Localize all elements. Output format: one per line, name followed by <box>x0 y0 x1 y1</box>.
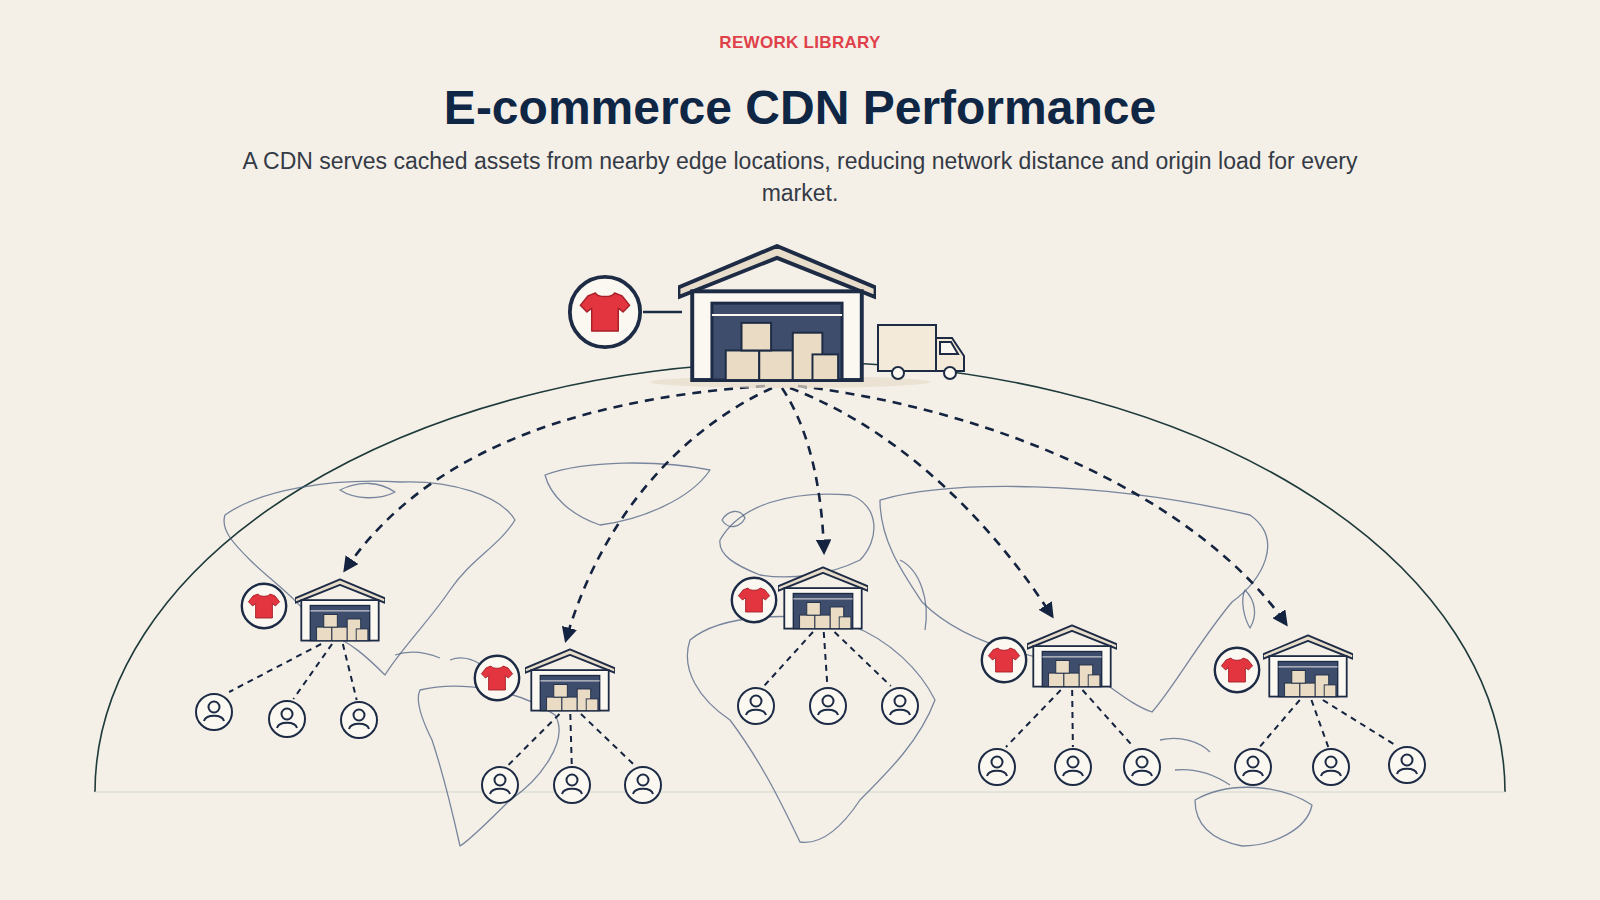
cached-asset-icon <box>732 578 776 622</box>
user-link <box>835 632 891 686</box>
caption-wrap: A CDN serves cached assets from nearby e… <box>0 145 1600 209</box>
user-link <box>1323 700 1395 745</box>
distribution-arrows <box>345 386 1286 640</box>
user-icon <box>1124 749 1160 785</box>
user-link <box>824 632 828 686</box>
origin-warehouse <box>570 246 964 388</box>
user-icon <box>554 767 590 803</box>
globe-base <box>95 791 1505 792</box>
user-link <box>581 714 634 765</box>
user-link <box>293 644 332 699</box>
user-icon <box>1235 749 1271 785</box>
diagram-title: E-commerce CDN Performance <box>0 80 1600 135</box>
edge-site <box>196 579 385 738</box>
user-icon <box>1313 749 1349 785</box>
cached-asset-icon <box>982 638 1026 682</box>
user-link <box>764 632 813 686</box>
user-icon <box>625 767 661 803</box>
globe-dome <box>95 362 1505 792</box>
user-link <box>1311 700 1328 747</box>
user-icon <box>1055 749 1091 785</box>
user-icon <box>882 688 918 724</box>
user-link <box>508 714 559 765</box>
user-link <box>1083 690 1134 747</box>
edge-warehouse <box>525 649 615 710</box>
edge-site <box>1215 635 1425 785</box>
cached-asset-icon <box>242 584 286 628</box>
user-link <box>229 644 321 692</box>
user-icon <box>810 688 846 724</box>
user-icon <box>738 688 774 724</box>
edge-site <box>979 625 1160 785</box>
user-icon <box>979 749 1015 785</box>
user-icon <box>341 702 377 738</box>
edge-warehouse <box>1263 635 1353 696</box>
cached-asset-icon <box>475 656 519 700</box>
delivery-truck <box>878 325 964 379</box>
edge-warehouse <box>778 567 868 628</box>
user-link <box>570 714 571 765</box>
user-icon <box>196 694 232 730</box>
edge-locations <box>196 567 1425 803</box>
user-link <box>1071 690 1074 747</box>
diagram-caption: A CDN serves cached assets from nearby e… <box>240 145 1360 209</box>
user-link <box>1006 690 1061 747</box>
edge-warehouse <box>295 579 385 640</box>
edge-site <box>475 649 661 803</box>
world-map <box>224 463 1312 846</box>
user-link <box>1260 700 1300 747</box>
user-icon <box>482 767 518 803</box>
user-icon <box>1389 747 1425 783</box>
edge-warehouse <box>1027 625 1117 686</box>
user-link <box>343 644 357 700</box>
user-icon <box>269 701 305 737</box>
kicker-label: REWORK LIBRARY <box>0 33 1600 53</box>
cached-asset-icon <box>1215 648 1259 692</box>
edge-site <box>732 567 918 724</box>
